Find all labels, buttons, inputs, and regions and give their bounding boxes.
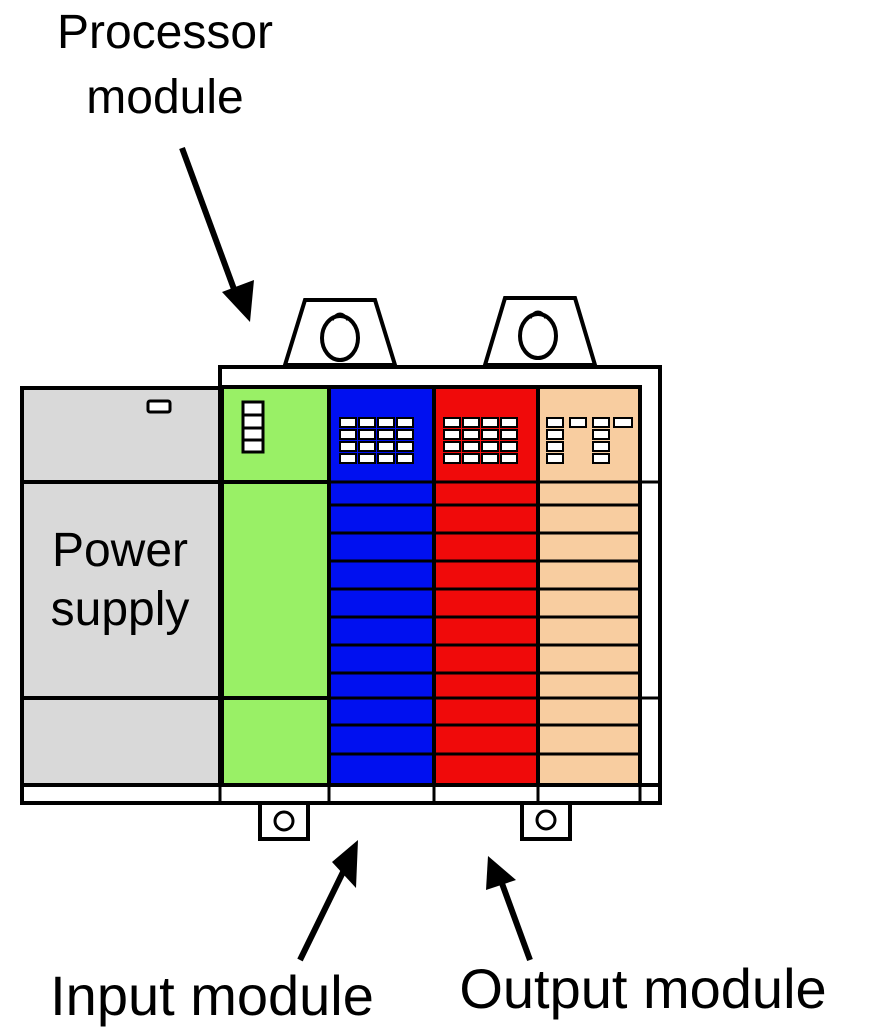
processor-status-leds xyxy=(241,400,265,454)
output-arrow-icon xyxy=(486,856,533,962)
power-indicator-icon xyxy=(146,399,172,414)
processor-module xyxy=(220,385,331,787)
bottom-mounting-tab-right xyxy=(520,801,572,841)
power-supply-module xyxy=(20,386,222,805)
input-led-grid xyxy=(339,417,414,464)
top-mounting-tab-right xyxy=(482,296,598,367)
processor-label-line1: Processor xyxy=(57,6,273,59)
power-supply-label-line2: supply xyxy=(51,583,190,636)
input-terminal-lines xyxy=(329,480,434,756)
input-module-label: Input module xyxy=(50,964,374,1027)
output-module-label: Output module xyxy=(459,957,826,1020)
top-mounting-tab-left xyxy=(282,298,398,367)
power-supply-label-line1: Power xyxy=(52,524,188,577)
processor-label-line2: module xyxy=(86,71,243,124)
bottom-rail xyxy=(20,783,662,805)
output-led-grid xyxy=(443,417,518,464)
output-terminal-lines xyxy=(434,480,538,756)
input-arrow-icon xyxy=(297,840,358,962)
bottom-mounting-tab-left xyxy=(258,801,310,841)
extra-led-grid xyxy=(546,417,633,464)
extra-terminal-lines xyxy=(538,480,640,756)
processor-arrow-icon xyxy=(179,146,254,322)
